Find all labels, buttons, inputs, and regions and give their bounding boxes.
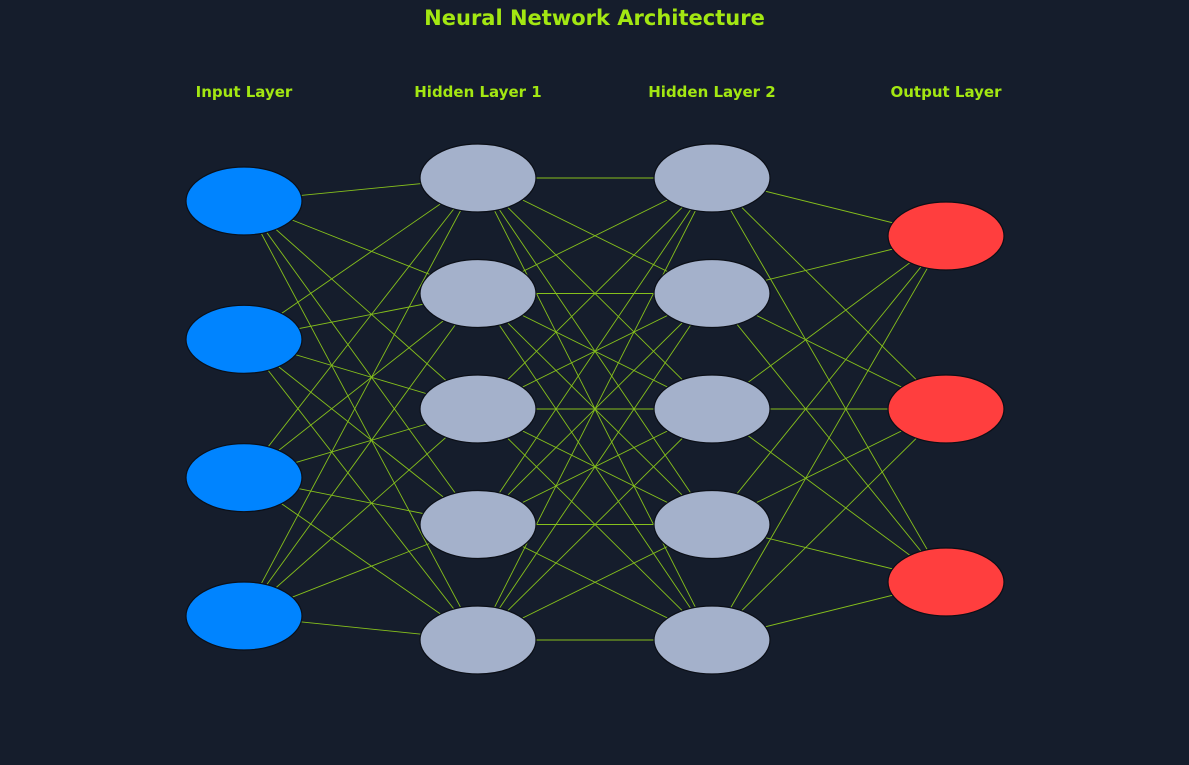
edge-l0-n2-to-l1-n0 xyxy=(243,177,479,478)
nodes-group xyxy=(185,143,1005,675)
edge-l1-n4-to-l2-n1 xyxy=(477,293,713,641)
edge-l0-n3-to-l1-n1 xyxy=(243,293,479,617)
edge-l1-n4-to-l2-n0 xyxy=(477,177,713,641)
input-node-l0-1 xyxy=(185,304,303,374)
hidden-node-l1-1 xyxy=(419,258,537,329)
layer-label-hidden-2: Hidden Layer 2 xyxy=(648,83,776,101)
edge-l1-n3-to-l2-n0 xyxy=(477,177,713,525)
input-node-l0-2 xyxy=(185,443,303,513)
edge-l0-n3-to-l1-n2 xyxy=(243,408,479,617)
input-node-l0-3 xyxy=(185,581,303,651)
edge-l2-n2-to-l3-n0 xyxy=(711,235,947,410)
hidden-node-l1-2 xyxy=(419,374,537,444)
hidden-node-l2-0 xyxy=(653,143,771,213)
edge-l1-n4-to-l2-n2 xyxy=(477,408,713,641)
hidden-node-l2-3 xyxy=(653,489,771,560)
edge-l0-n1-to-l1-n4 xyxy=(243,339,479,641)
edge-l2-n4-to-l3-n0 xyxy=(711,235,947,641)
edges-group xyxy=(243,177,947,641)
hidden-node-l2-4 xyxy=(653,605,771,675)
output-node-l3-2 xyxy=(887,547,1005,617)
edge-l0-n0-to-l1-n4 xyxy=(243,200,479,641)
edge-l0-n0-to-l1-n3 xyxy=(243,200,479,525)
layer-label-output: Output Layer xyxy=(890,83,1002,101)
output-node-l3-1 xyxy=(887,374,1005,444)
edge-l2-n2-to-l3-n2 xyxy=(711,408,947,583)
output-node-l3-0 xyxy=(887,201,1005,271)
layer-label-hidden-1: Hidden Layer 1 xyxy=(414,83,542,101)
edge-l0-n0-to-l1-n2 xyxy=(243,200,479,410)
diagram-title: Neural Network Architecture xyxy=(424,6,765,30)
layer-label-input: Input Layer xyxy=(195,83,293,101)
hidden-node-l1-0 xyxy=(419,143,537,213)
edge-l0-n2-to-l1-n4 xyxy=(243,477,479,641)
edge-l2-n3-to-l3-n0 xyxy=(711,235,947,525)
edge-l2-n0-to-l3-n1 xyxy=(711,177,947,410)
edge-l0-n1-to-l1-n0 xyxy=(243,177,479,340)
hidden-node-l1-3 xyxy=(419,489,537,560)
edge-l2-n4-to-l3-n1 xyxy=(711,408,947,641)
edge-l1-n2-to-l2-n0 xyxy=(477,177,713,410)
hidden-node-l1-4 xyxy=(419,605,537,675)
edge-l0-n1-to-l1-n3 xyxy=(243,338,479,525)
edge-l0-n3-to-l1-n0 xyxy=(243,177,479,617)
hidden-node-l2-2 xyxy=(653,374,771,444)
hidden-node-l2-1 xyxy=(653,258,771,329)
input-node-l0-0 xyxy=(185,166,303,236)
edge-l0-n2-to-l1-n1 xyxy=(243,293,479,479)
